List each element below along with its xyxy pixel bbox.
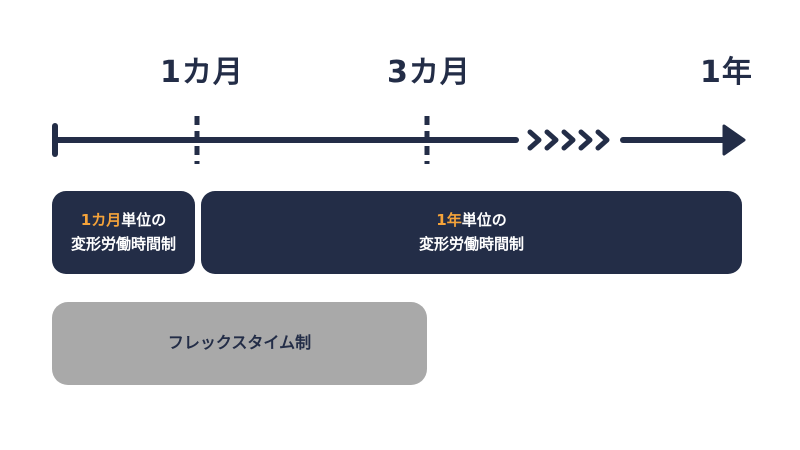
monthly-variable-hours-block: 1カ月単位の 変形労働時間制 <box>52 191 195 274</box>
tick-label-3-months: 3カ月 <box>387 55 471 90</box>
yearly-variable-hours-block: 1年単位の 変形労働時間制 <box>201 191 742 274</box>
yearly-block-accent: 1年 <box>436 211 462 230</box>
flextime-block-label: フレックスタイム制 <box>167 333 312 353</box>
monthly-block-line-2: 変形労働時間制 <box>70 234 176 253</box>
monthly-block-line-1: 1カ月単位の <box>81 209 166 232</box>
yearly-block-line-2: 変形労働時間制 <box>418 234 524 253</box>
timeline-axis <box>52 116 746 164</box>
yearly-block-rest: 単位の <box>461 211 507 230</box>
chevron-icon <box>527 129 542 151</box>
tick-label-1-year: 1年 <box>700 55 753 90</box>
chevron-icon <box>595 129 610 151</box>
tick-label-1-month: 1カ月 <box>160 55 244 90</box>
chevron-icon <box>544 129 559 151</box>
monthly-block-accent: 1カ月 <box>80 211 122 230</box>
arrow-right-icon <box>722 124 746 156</box>
chevron-icon <box>578 129 593 151</box>
timeline-continuation-chevrons <box>527 129 610 151</box>
monthly-block-rest: 単位の <box>121 211 167 230</box>
chevron-icon <box>561 129 576 151</box>
flextime-block: フレックスタイム制 <box>52 302 427 385</box>
yearly-block-line-1: 1年単位の <box>436 209 506 232</box>
